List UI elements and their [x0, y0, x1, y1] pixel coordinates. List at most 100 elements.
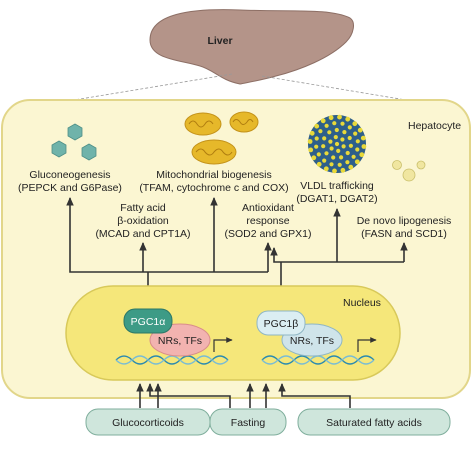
pgc1b-protein	[256, 310, 306, 336]
mito-biogenesis-label: Mitochondrial biogenesis	[156, 169, 272, 181]
vldl-surface-dot	[322, 158, 327, 163]
vldl-surface-dot	[341, 144, 346, 149]
mitochondria-icon	[184, 111, 259, 165]
vldl-surface-dot	[357, 127, 363, 133]
vldl-surface-dot	[337, 162, 342, 167]
lipid-droplets-icon	[392, 160, 426, 182]
vldl-surface-dot	[334, 127, 339, 133]
pgc1a-label: PGC1α	[131, 316, 166, 328]
fasting-box	[209, 408, 287, 436]
glucocorticoids-label: Glucocorticoids	[112, 417, 184, 429]
vldl-surface-dot	[354, 159, 360, 165]
vldl-surface-dot	[353, 131, 358, 136]
vldl-surface-dot	[361, 144, 367, 149]
vldl-surface-dot	[314, 123, 320, 129]
vldl-surface-dot	[352, 121, 358, 127]
vldl-surface-dot	[345, 160, 350, 165]
vldl-surface-dot	[340, 121, 345, 126]
vldl-surface-dot	[323, 166, 329, 172]
transcription-arrow-left-icon	[213, 337, 233, 352]
process-fatty-acid-oxidation: Fatty acid β-oxidation (MCAD and CPT1A)	[95, 202, 190, 240]
glucose-hexagons-icon	[51, 123, 97, 161]
antioxidant-label-1: Antioxidant	[242, 202, 294, 214]
fao-genes: (MCAD and CPT1A)	[95, 228, 190, 240]
process-vldl-trafficking: VLDL trafficking (DGAT1, DGAT2)	[296, 180, 377, 205]
vldl-surface-dot	[316, 152, 321, 157]
vldl-surface-dot	[333, 135, 338, 140]
vldl-surface-dot	[332, 168, 337, 174]
hepatocyte-label: Hepatocyte	[408, 120, 461, 132]
gluconeogenesis-label: Gluconeogenesis	[29, 169, 110, 181]
vldl-surface-dot	[334, 141, 340, 147]
liver-label: Liver	[207, 35, 232, 47]
vldl-surface-dot	[309, 130, 315, 136]
vldl-surface-dot	[340, 137, 345, 142]
vldl-surface-dot	[337, 114, 342, 120]
nucleus-label: Nucleus	[343, 297, 381, 309]
vldl-surface-dot	[311, 155, 317, 161]
nrs-tfs-label-right: NRs, TFs	[290, 335, 334, 347]
pgc1b-label: PGC1β	[264, 318, 299, 330]
vldl-surface-dot	[347, 125, 352, 130]
vldl-surface-dot	[331, 155, 336, 160]
vldl-surface-dot	[342, 130, 347, 135]
nrs-tfs-label-left: NRs, TFs	[158, 335, 202, 347]
fao-label-1: Fatty acid	[120, 202, 166, 214]
vldl-surface-dot	[345, 116, 351, 122]
vldl-surface-dot	[318, 129, 323, 134]
vldl-surface-dot	[347, 135, 352, 141]
antioxidant-label-2: response	[246, 215, 289, 227]
antioxidant-genes: (SOD2 and GPX1)	[225, 228, 312, 240]
vldl-surface-dot	[355, 147, 360, 152]
vldl-surface-dot	[320, 118, 326, 124]
vldl-surface-dot	[328, 115, 334, 121]
vldl-surface-dot	[321, 144, 326, 149]
vldl-surface-dot	[324, 123, 329, 128]
vldl-surface-dot	[332, 121, 337, 126]
arrow-to-gluconeogenesis	[66, 197, 148, 273]
vldl-surface-dot	[348, 143, 353, 148]
vldl-surface-dot	[328, 139, 333, 144]
saturated-fatty-acids-box	[297, 408, 451, 436]
vldl-surface-dot	[307, 139, 313, 144]
lipogenesis-genes: (FASN and SCD1)	[361, 228, 447, 240]
stimulus-arrows	[136, 383, 351, 408]
vldl-surface-dot	[316, 161, 322, 167]
mito-biogenesis-genes: (TFAM, cytochrome c and COX)	[139, 182, 288, 194]
vldl-particle-icon	[307, 114, 367, 174]
vldl-surface-dot	[314, 136, 319, 141]
saturated-fatty-acids-label: Saturated fatty acids	[326, 417, 422, 429]
gluconeogenesis-genes: (PEPCK and G6Pase)	[18, 182, 122, 194]
process-de-novo-lipogenesis: De novo lipogenesis (FASN and SCD1)	[357, 215, 452, 240]
zoom-line-right	[261, 75, 419, 103]
vldl-surface-dot	[336, 148, 341, 153]
vldl-surface-dot	[324, 151, 329, 156]
vldl-genes: (DGAT1, DGAT2)	[296, 193, 377, 205]
vldl-surface-dot	[327, 130, 332, 135]
vldl-surface-dot	[340, 167, 346, 173]
transcription-arrow-right-icon	[357, 337, 377, 352]
vldl-surface-dot	[339, 155, 344, 160]
vldl-surface-dot	[348, 164, 354, 170]
vldl-surface-dot	[329, 146, 334, 151]
process-antioxidant-response: Antioxidant response (SOD2 and GPX1)	[225, 202, 312, 240]
process-mitochondrial-biogenesis: Mitochondrial biogenesis (TFAM, cytochro…	[139, 169, 288, 194]
fao-label-2: β-oxidation	[117, 215, 169, 227]
vldl-surface-dot	[345, 150, 350, 156]
zoom-line-left	[61, 73, 233, 103]
vldl-surface-dot	[322, 136, 327, 141]
fasting-label: Fasting	[231, 417, 266, 429]
arrow-pgc1b-antioxidant	[270, 247, 281, 263]
pgc1a-protein	[123, 308, 173, 334]
vldl-surface-dot	[355, 139, 360, 144]
vldl-surface-dot	[308, 147, 314, 153]
vldl-label: VLDL trafficking	[300, 180, 374, 192]
dna-helix-left-icon	[115, 355, 229, 365]
vldl-surface-dot	[329, 162, 334, 167]
vldl-surface-dot	[359, 152, 365, 158]
vldl-surface-dot	[351, 154, 356, 159]
vldl-surface-dot	[360, 135, 366, 141]
vldl-surface-dot	[314, 144, 319, 149]
